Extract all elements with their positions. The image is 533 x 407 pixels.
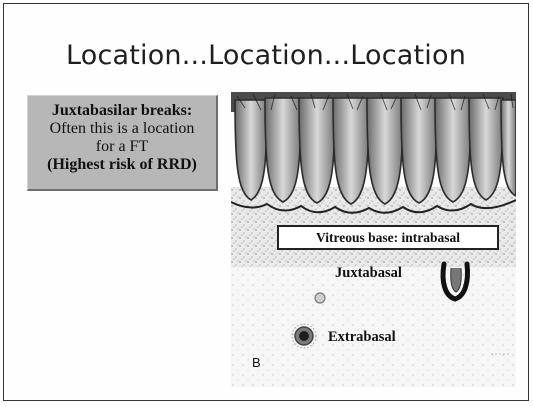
extrabasal-label: Extrabasal: [328, 329, 396, 346]
callout-line-2: for a FT: [28, 138, 216, 156]
slide: Location...Location...Location Juxtabasi…: [3, 3, 529, 401]
callout-line-1: Often this is a location: [28, 120, 216, 138]
figure-panel-letter: B: [252, 355, 261, 370]
retina-illustration: Vitreous base: intrabasal Juxtabasal Ext…: [231, 92, 516, 387]
small-round-hole: [315, 293, 325, 303]
juxtabasal-label: Juxtabasal: [335, 265, 402, 282]
callout-line-3: (Highest risk of RRD): [28, 156, 216, 174]
callout-heading: Juxtabasilar breaks:: [28, 102, 216, 120]
slide-title: Location...Location...Location: [4, 40, 528, 71]
vitreous-base-label: Vitreous base: intrabasal: [277, 225, 499, 250]
peripheral-retina-region: [231, 267, 516, 387]
juxtabasilar-callout-box: Juxtabasilar breaks: Often this is a loc…: [27, 95, 218, 191]
